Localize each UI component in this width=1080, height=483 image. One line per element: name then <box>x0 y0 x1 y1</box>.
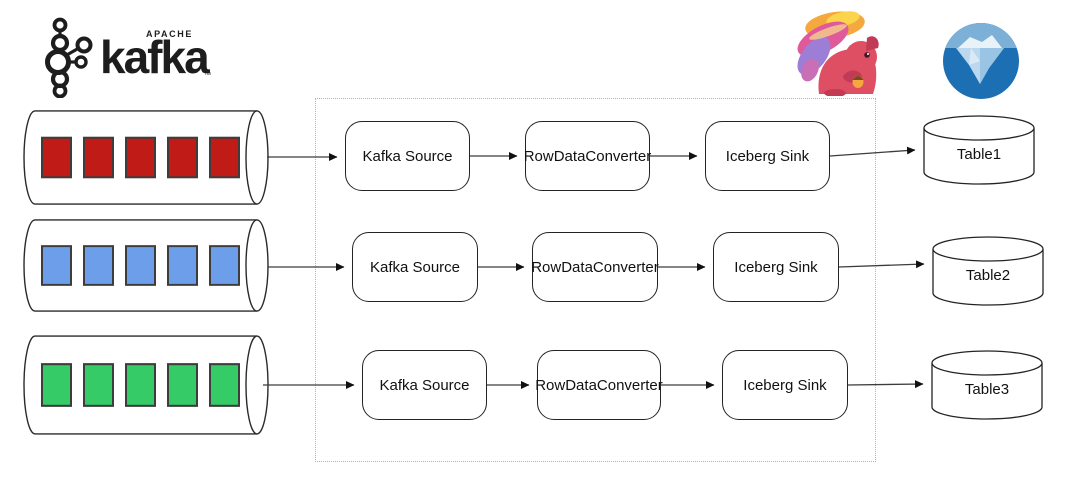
iceberg-sink-node-1: Iceberg Sink <box>705 121 830 191</box>
iceberg-table-cylinder-1: Table1 <box>923 115 1035 185</box>
message-square <box>125 136 156 179</box>
kafka-source-node-1: Kafka Source <box>345 121 470 191</box>
kafka-source-node-2: Kafka Source <box>352 232 478 302</box>
flink-squirrel-body <box>818 36 879 96</box>
flink-tail <box>797 11 865 82</box>
message-square <box>83 136 114 179</box>
message-square <box>125 363 156 407</box>
message-square <box>83 245 114 286</box>
table-label: Table2 <box>966 267 1010 284</box>
kafka-icon <box>45 17 93 98</box>
iceberg-icon <box>943 23 1019 99</box>
kafka-topic-cylinder-1 <box>23 110 269 205</box>
kafka-source-node-3: Kafka Source <box>362 350 487 420</box>
kafka-topic-cylinder-3 <box>23 335 269 435</box>
message-square <box>167 363 198 407</box>
rowdataconverter-node-1: RowDataConverter <box>524 121 651 191</box>
message-square <box>41 136 72 179</box>
kafka-name-label: kafka <box>100 31 210 83</box>
iceberg-table-cylinder-3: Table3 <box>931 350 1043 420</box>
flink-squirrel-icon <box>797 11 879 96</box>
kafka-wordmark: APACHE kafka ™ <box>100 16 220 100</box>
message-square <box>167 136 198 179</box>
message-square <box>41 245 72 286</box>
message-square <box>167 245 198 286</box>
iceberg-above-water <box>958 35 1002 48</box>
iceberg-sink-node-3: Iceberg Sink <box>722 350 848 420</box>
kafka-logo: APACHE kafka ™ <box>45 16 220 100</box>
kafka-trademark: ™ <box>204 72 211 79</box>
flink-ear <box>866 36 879 51</box>
kafka-topic-cylinder-2 <box>23 219 269 312</box>
message-square <box>41 363 72 407</box>
iceberg-table-cylinder-2: Table2 <box>932 236 1044 306</box>
message-square <box>209 363 240 407</box>
iceberg-sink-node-2: Iceberg Sink <box>713 232 839 302</box>
table-label: Table1 <box>957 146 1001 163</box>
rowdataconverter-node-3: RowDataConverter <box>535 350 663 420</box>
kafka-apache-label: APACHE <box>146 29 193 39</box>
flink-eye <box>864 52 870 58</box>
message-square <box>125 245 156 286</box>
message-square <box>209 136 240 179</box>
table-label: Table3 <box>965 381 1009 398</box>
flink-job-frame <box>315 98 876 462</box>
message-square <box>209 245 240 286</box>
rowdataconverter-node-2: RowDataConverter <box>531 232 659 302</box>
message-square <box>83 363 114 407</box>
